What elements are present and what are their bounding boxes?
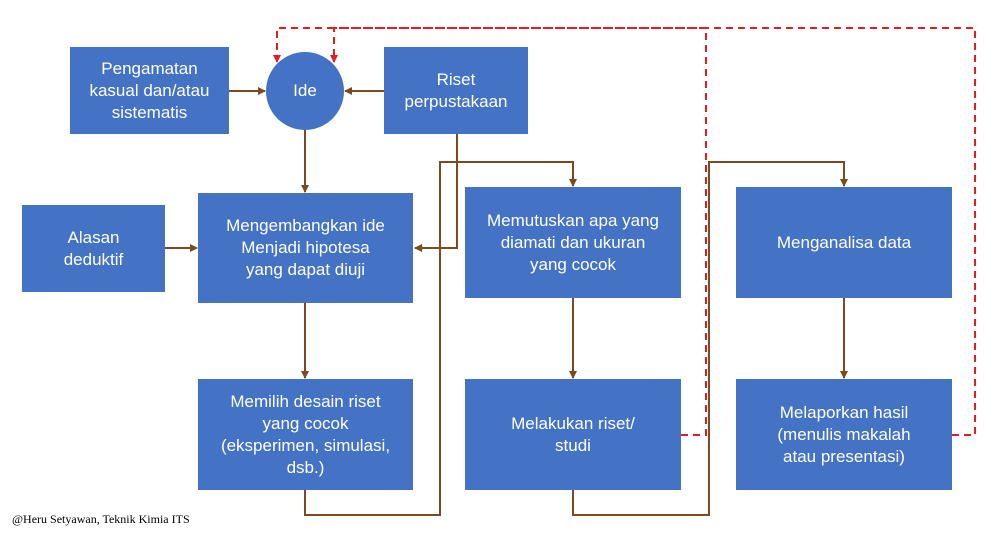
arrow-memilih-to-memutuskan <box>304 161 577 516</box>
feedback-melaporkan-to-ide <box>330 27 976 436</box>
node-pengamatan: Pengamatan kasual dan/atau sistematis <box>70 47 229 134</box>
node-ide: Ide <box>266 52 344 130</box>
node-memilih-desain: Memilih desain riset yang cocok (eksperi… <box>198 379 413 490</box>
credit-text: @Heru Setyawan, Teknik Kimia ITS <box>12 512 190 526</box>
arrow-riset-to-mengembangkan <box>414 134 458 252</box>
arrow-melakukan-to-menganalisa <box>572 161 848 516</box>
node-memutuskan: Memutuskan apa yang diamati dan ukuran y… <box>465 187 681 298</box>
node-alasan-deduktif: Alasan deduktif <box>22 205 165 292</box>
node-riset-perpustakaan: Riset perpustakaan <box>384 47 528 134</box>
node-menganalisa: Menganalisa data <box>736 187 952 298</box>
node-melakukan-riset: Melakukan riset/ studi <box>465 379 681 490</box>
node-mengembangkan: Mengembangkan ide Menjadi hipotesa yang … <box>198 193 413 303</box>
node-melaporkan: Melaporkan hasil (menulis makalah atau p… <box>736 379 952 490</box>
